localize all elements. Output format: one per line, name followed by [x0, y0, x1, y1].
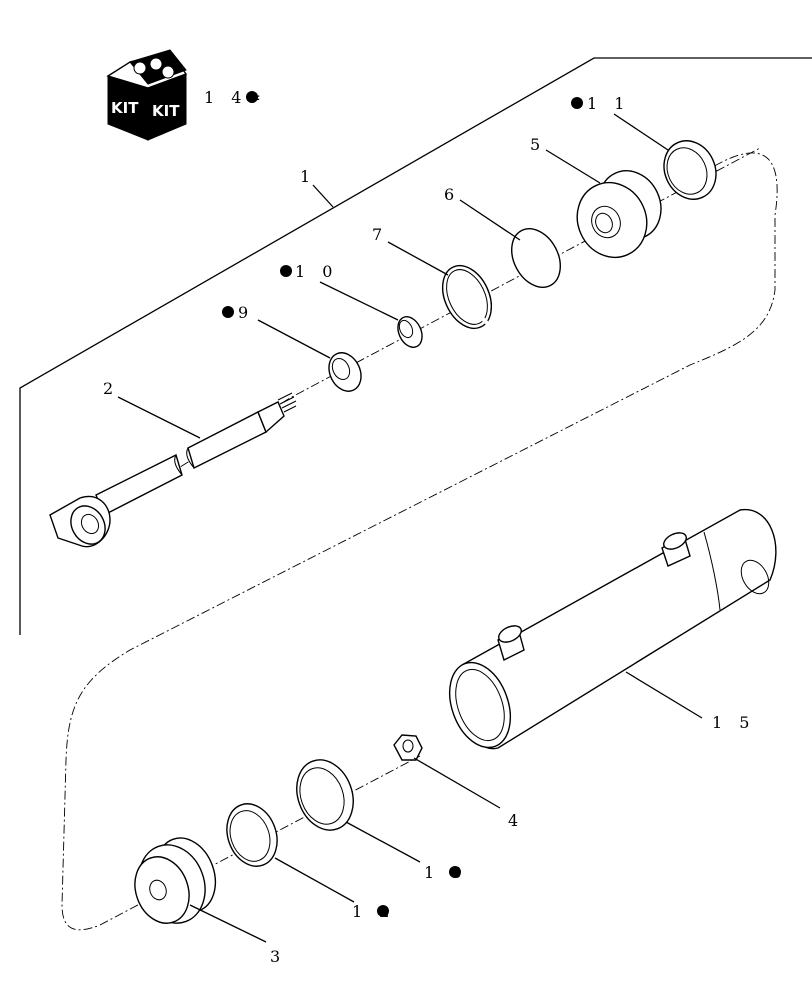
part-6-o-ring	[511, 228, 561, 288]
part-4-nut	[393, 734, 423, 761]
leader-line-4	[413, 757, 501, 809]
callout-5: 5	[530, 135, 546, 154]
kit-box-icon: KIT KIT	[106, 49, 188, 141]
leader-line-7	[387, 241, 449, 276]
kit-label-right: KIT	[152, 102, 180, 120]
part-9-wiper-seal	[328, 352, 362, 392]
part-5-gland	[576, 170, 662, 259]
callout-13: 1 3	[424, 863, 467, 882]
leader-line-13	[345, 821, 421, 863]
leader-line-15	[625, 671, 703, 719]
leader-line-1	[312, 184, 334, 208]
leader-line-6	[459, 199, 521, 241]
group-bracket-outline	[19, 57, 812, 635]
kit-dot-13	[449, 866, 461, 878]
kit-dot-14	[246, 91, 258, 103]
leader-line-12	[274, 857, 355, 903]
part-13-seal-ring	[296, 759, 354, 831]
callout-3: 3	[270, 947, 286, 966]
callout-1: 1	[300, 167, 316, 186]
callout-9: 9	[238, 303, 254, 322]
leader-line-3	[189, 904, 267, 943]
callout-10: 1 0	[295, 262, 338, 281]
callout-2: 2	[103, 379, 119, 398]
assembly-axis-loop	[61, 152, 778, 931]
part-12-seal-ring	[226, 803, 278, 867]
callout-14: 1 4=	[204, 88, 267, 107]
part-10-seal	[397, 316, 423, 348]
kit-dot-11	[571, 97, 583, 109]
leader-line-2	[117, 396, 201, 439]
leader-line-5	[545, 149, 601, 184]
part-7-backup-ring	[441, 264, 493, 330]
kit-dot-10	[280, 265, 292, 277]
callout-15: 1 5	[712, 713, 755, 732]
kit-dot-12	[377, 905, 389, 917]
callout-11: 1 1	[587, 94, 630, 113]
part-3-piston	[134, 837, 217, 924]
leader-line-11	[613, 113, 669, 151]
part-15-cylinder-barrel	[448, 509, 777, 750]
callout-12: 1 2	[352, 902, 395, 921]
leader-line-9	[257, 319, 331, 359]
callout-6: 6	[444, 185, 460, 204]
part-2-piston-rod	[49, 392, 297, 548]
part-11-seal-ring	[663, 140, 717, 200]
kit-label-left: KIT	[111, 99, 139, 117]
kit-dot-9	[222, 306, 234, 318]
callout-7: 7	[372, 225, 388, 244]
leader-line-10	[319, 281, 399, 321]
callout-4: 4	[508, 811, 524, 830]
